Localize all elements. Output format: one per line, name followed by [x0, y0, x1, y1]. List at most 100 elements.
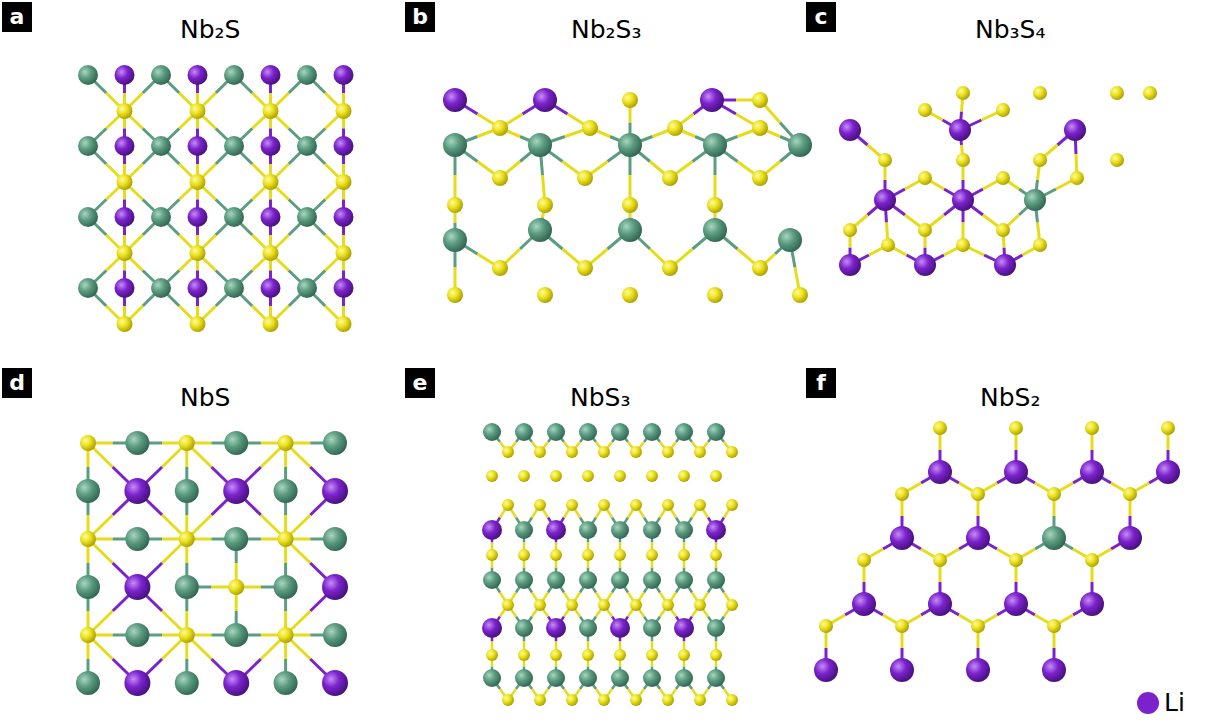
- atom: [933, 421, 947, 435]
- atom: [78, 136, 98, 156]
- atom: [117, 245, 133, 261]
- atom: [966, 526, 990, 550]
- atom: [278, 627, 294, 643]
- atom: [611, 521, 629, 539]
- atom: [334, 207, 354, 227]
- atom: [274, 479, 298, 503]
- atom: [537, 287, 553, 303]
- atom: [611, 423, 629, 441]
- atom: [274, 671, 298, 695]
- atom: [752, 92, 768, 108]
- atom: [611, 571, 629, 589]
- atom: [547, 571, 565, 589]
- atom: [643, 669, 661, 687]
- atom: [323, 623, 347, 647]
- atom: [518, 549, 530, 561]
- atom: [483, 669, 501, 687]
- atom: [190, 174, 206, 190]
- atom: [710, 549, 722, 561]
- atom: [895, 619, 909, 633]
- atom: [857, 553, 871, 567]
- atom: [515, 619, 533, 637]
- atom: [994, 254, 1016, 276]
- atom: [582, 649, 594, 661]
- atom: [80, 627, 96, 643]
- atom: [124, 574, 150, 600]
- atom: [261, 136, 281, 156]
- atom: [492, 120, 508, 136]
- atom: [914, 254, 936, 276]
- atom: [778, 228, 802, 252]
- atom: [1080, 460, 1104, 484]
- atom: [579, 571, 597, 589]
- atom: [694, 599, 706, 611]
- atom: [622, 92, 638, 108]
- atom: [630, 694, 642, 706]
- atom: [971, 487, 985, 501]
- atom: [336, 316, 352, 332]
- atom: [1047, 619, 1061, 633]
- atom: [918, 223, 932, 237]
- atom: [1004, 460, 1028, 484]
- atom: [188, 207, 208, 227]
- atom: [610, 618, 630, 638]
- atom: [928, 592, 952, 616]
- panel-letter-text: b: [412, 6, 428, 28]
- atom: [579, 619, 597, 637]
- atom: [443, 133, 467, 157]
- atom: [895, 487, 909, 501]
- atom: [175, 575, 199, 599]
- atom: [1118, 526, 1142, 550]
- formula-label: Nb₃S₄: [975, 16, 1045, 44]
- atom: [515, 521, 533, 539]
- atom: [1085, 421, 1099, 435]
- atom: [188, 278, 208, 298]
- atom: [125, 623, 149, 647]
- atom: [752, 260, 768, 276]
- atom: [618, 133, 642, 157]
- atom: [643, 423, 661, 441]
- panel-letter: e: [405, 368, 435, 398]
- atom: [1156, 460, 1180, 484]
- atom: [1064, 119, 1086, 141]
- atom: [224, 65, 244, 85]
- atom: [928, 460, 952, 484]
- formula-label: Nb₂S: [180, 16, 240, 44]
- atom: [482, 618, 502, 638]
- atom: [151, 65, 171, 85]
- atom: [190, 103, 206, 119]
- atom: [80, 531, 96, 547]
- atom: [78, 278, 98, 298]
- atom: [486, 470, 498, 482]
- atom: [336, 103, 352, 119]
- panel-letter: b: [405, 2, 435, 32]
- atom: [675, 423, 693, 441]
- atom: [115, 278, 135, 298]
- atom: [694, 446, 706, 458]
- atom: [674, 618, 694, 638]
- atom: [117, 174, 133, 190]
- atom: [334, 278, 354, 298]
- atom: [117, 316, 133, 332]
- atom: [336, 174, 352, 190]
- atom: [1047, 487, 1061, 501]
- atom: [76, 575, 100, 599]
- atom: [115, 207, 135, 227]
- atom: [515, 423, 533, 441]
- atom: [76, 479, 100, 503]
- atom: [534, 694, 546, 706]
- atom: [188, 65, 208, 85]
- atom: [579, 669, 597, 687]
- atom: [223, 478, 249, 504]
- atom: [447, 287, 463, 303]
- atom: [918, 103, 932, 117]
- atom: [1009, 553, 1023, 567]
- atom: [614, 549, 626, 561]
- atom: [502, 499, 514, 511]
- atom: [482, 520, 502, 540]
- atom: [278, 531, 294, 547]
- atom: [1033, 86, 1047, 100]
- atom: [486, 549, 498, 561]
- atom: [710, 649, 722, 661]
